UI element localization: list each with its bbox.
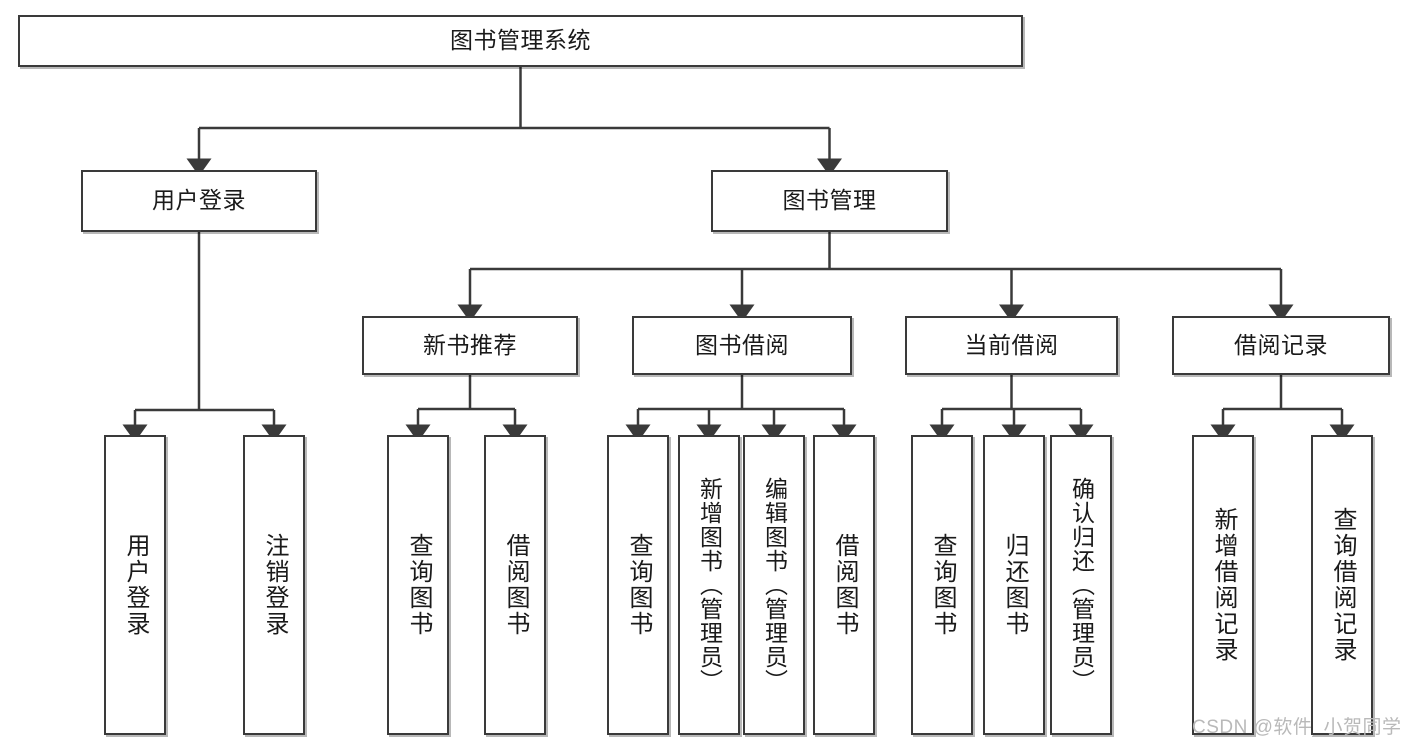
leaf-node-13[interactable]: 查询借阅记录 [1311,435,1373,735]
root-node-book-management-system[interactable]: 图书管理系统 [18,15,1023,67]
level3-node-4-label: 借阅记录 [1234,331,1328,358]
level3-node-1[interactable]: 新书推荐 [362,316,578,375]
leaf-node-3-label: 查询图书 [405,533,432,637]
level3-node-2-label: 图书借阅 [695,331,789,358]
level3-node-1-label: 新书推荐 [423,331,517,358]
leaf-node-1-label: 用户登录 [122,533,149,637]
leaf-node-9[interactable]: 查询图书 [911,435,973,735]
leaf-node-7-label: 编辑图书（管理员） [761,477,788,693]
leaf-node-12-label: 新增借阅记录 [1210,507,1237,663]
leaf-node-11[interactable]: 确认归还（管理员） [1050,435,1112,735]
leaf-node-2-label: 注销登录 [261,533,288,637]
level2-node-1[interactable]: 用户登录 [81,170,317,232]
level2-node-2-label: 图书管理 [782,187,877,214]
leaf-node-12[interactable]: 新增借阅记录 [1192,435,1254,735]
leaf-node-9-label: 查询图书 [929,533,956,637]
leaf-node-1[interactable]: 用户登录 [104,435,166,735]
root-node-book-management-system-label: 图书管理系统 [450,27,591,54]
level2-node-1-label: 用户登录 [152,187,246,214]
leaf-node-13-label: 查询借阅记录 [1329,507,1356,663]
leaf-node-10[interactable]: 归还图书 [983,435,1045,735]
leaf-node-4[interactable]: 借阅图书 [484,435,546,735]
leaf-node-11-label: 确认归还（管理员） [1068,477,1095,693]
level2-node-2[interactable]: 图书管理 [711,170,948,232]
level3-node-4[interactable]: 借阅记录 [1172,316,1390,375]
leaf-node-7[interactable]: 编辑图书（管理员） [743,435,805,735]
leaf-node-5-label: 查询图书 [625,533,652,637]
leaf-node-6[interactable]: 新增图书（管理员） [678,435,740,735]
level3-node-3-label: 当前借阅 [964,331,1059,358]
leaf-node-4-label: 借阅图书 [502,533,529,637]
level3-node-3[interactable]: 当前借阅 [905,316,1118,375]
leaf-node-8-label: 借阅图书 [831,533,858,637]
leaf-node-3[interactable]: 查询图书 [387,435,449,735]
level3-node-2[interactable]: 图书借阅 [632,316,852,375]
leaf-node-5[interactable]: 查询图书 [607,435,669,735]
leaf-node-2[interactable]: 注销登录 [243,435,305,735]
leaf-node-6-label: 新增图书（管理员） [696,477,723,693]
leaf-node-8[interactable]: 借阅图书 [813,435,875,735]
leaf-node-10-label: 归还图书 [1001,533,1028,637]
